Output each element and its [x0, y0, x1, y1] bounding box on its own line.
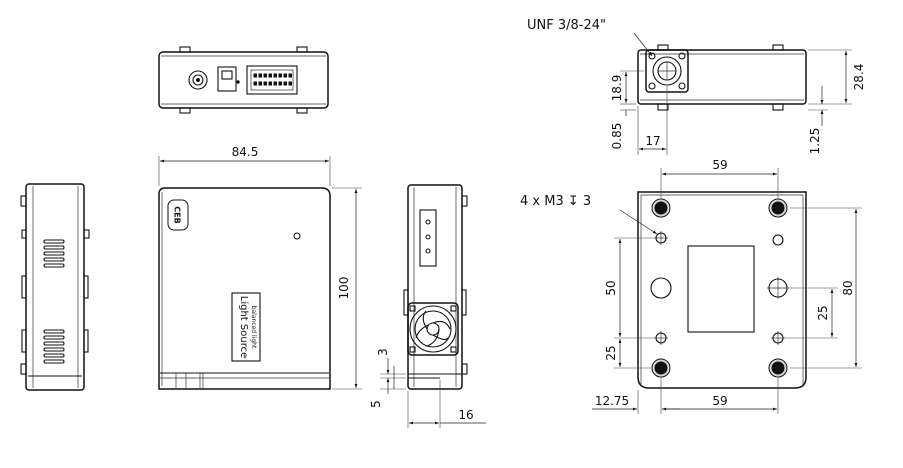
dim-top-017: 17 — [637, 86, 668, 155]
svg-text:25: 25 — [604, 345, 618, 360]
top-view-optical-mount: UNF 3/8-24" 28.4 1.25 1 — [527, 18, 866, 155]
vent-slot — [43, 257, 65, 262]
thread-callout: UNF 3/8-24" — [527, 18, 653, 57]
dim-side-steps: 3 5 — [369, 348, 406, 408]
connector-pin — [278, 81, 282, 86]
vent-slots-upper — [43, 239, 65, 268]
dim-top-mount-height: 18.9 — [610, 70, 644, 105]
svg-text:17: 17 — [645, 134, 660, 148]
connector-pin — [253, 81, 257, 86]
left-side-view — [20, 183, 90, 391]
m3-hole-icon — [767, 277, 789, 299]
side-label-panel — [419, 209, 437, 267]
center-hole-icon — [650, 277, 672, 299]
vent-slot — [43, 347, 65, 352]
dim-side-depth: 16 — [407, 380, 486, 428]
dim-rear-59-bottom: 59 — [660, 378, 779, 414]
connector-pin — [288, 73, 292, 78]
stud-icon — [768, 198, 788, 218]
rear-view-mounting-plate: 4 x M3 ↧ 3 59 59 12.75 — [520, 158, 862, 414]
vent-slot — [43, 359, 65, 364]
logo: CEB — [167, 199, 189, 231]
dim-top-height: 28.4 — [808, 49, 866, 105]
vent-slot — [43, 245, 65, 250]
connector-pin — [288, 81, 292, 86]
connector-pin — [258, 81, 262, 86]
connector-pin — [273, 81, 277, 86]
svg-text:3: 3 — [376, 348, 390, 356]
svg-text:1.25: 1.25 — [808, 128, 822, 155]
svg-text:Light Source: Light Source — [238, 296, 249, 358]
connector-pin — [278, 73, 282, 78]
m3-hole-icon — [771, 331, 785, 345]
svg-text:25: 25 — [816, 305, 830, 320]
m3-hole-icon — [654, 231, 668, 245]
svg-text:28.4: 28.4 — [852, 64, 866, 91]
holes-callout: 4 x M3 ↧ 3 — [520, 194, 658, 235]
svg-text:16: 16 — [458, 408, 473, 422]
dim-rear-80: 80 — [790, 207, 862, 369]
connector-pin — [263, 81, 267, 86]
svg-text:50: 50 — [604, 280, 618, 295]
product-label: Light Source balanced light — [231, 292, 261, 362]
svg-text:12.75: 12.75 — [595, 394, 629, 408]
optical-port-icon — [645, 49, 689, 93]
dim-rear-1275: 12.75 — [592, 390, 680, 414]
vent-slot — [43, 329, 65, 334]
connector-pin — [283, 81, 287, 86]
power-switch-icon — [217, 66, 240, 92]
front-view: CEB Light Source balanced light 84.5 100 — [158, 145, 362, 390]
dim-rear-50: 50 — [604, 237, 654, 339]
svg-text:balanced light: balanced light — [250, 306, 257, 349]
vent-slot — [43, 263, 65, 268]
connector-pin — [273, 73, 277, 78]
svg-text:UNF 3/8-24": UNF 3/8-24" — [527, 18, 606, 33]
svg-text:5: 5 — [369, 400, 383, 408]
stud-icon — [651, 358, 671, 378]
dim-front-width: 84.5 — [158, 145, 331, 186]
connector-pin — [263, 73, 267, 78]
connector-pin — [283, 73, 287, 78]
stud-icon — [768, 358, 788, 378]
svg-text:0.85: 0.85 — [610, 123, 624, 150]
dim-rear-25-right: 25 — [785, 287, 838, 339]
vent-slot — [43, 251, 65, 256]
vent-slot — [43, 239, 65, 244]
connector-pin — [253, 73, 257, 78]
svg-text:18.9: 18.9 — [610, 75, 624, 102]
m3-hole-icon — [654, 331, 668, 345]
right-side-view: 3 5 16 — [369, 184, 486, 428]
bnc-connector-icon — [188, 70, 208, 90]
window-opening — [687, 245, 755, 333]
ribbon-header-connector-icon — [246, 65, 298, 95]
dim-rear-25-left: 25 — [604, 339, 652, 369]
svg-text:59: 59 — [712, 158, 727, 172]
vent-slot — [43, 341, 65, 346]
connector-pin — [268, 73, 272, 78]
dim-rear-59-top: 59 — [660, 158, 779, 198]
stud-icon — [651, 198, 671, 218]
vent-slots-lower — [43, 329, 65, 364]
svg-text:80: 80 — [841, 280, 855, 295]
svg-text:59: 59 — [712, 394, 727, 408]
svg-text:CEB: CEB — [173, 206, 182, 223]
vent-slot — [43, 353, 65, 358]
vent-slot — [43, 335, 65, 340]
connector-pin — [268, 81, 272, 86]
mount-hole-icon — [293, 232, 301, 240]
svg-text:100: 100 — [337, 277, 351, 300]
dim-top-085: 0.85 — [610, 109, 636, 150]
top-view-connector-panel — [158, 46, 329, 114]
svg-text:4 x M3 ↧ 3: 4 x M3 ↧ 3 — [520, 194, 591, 209]
svg-text:84.5: 84.5 — [232, 145, 259, 159]
dim-top-125: 1.25 — [808, 86, 828, 154]
connector-pin — [258, 73, 262, 78]
dim-front-height: 100 — [332, 187, 362, 390]
fan-icon — [407, 302, 459, 356]
